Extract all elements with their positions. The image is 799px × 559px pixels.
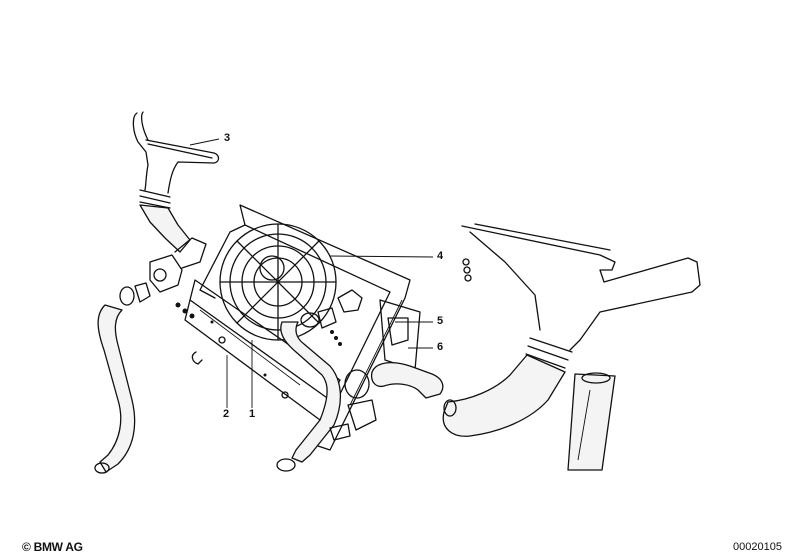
hose-connector — [119, 237, 207, 306]
callout-2[interactable]: 2 — [223, 408, 230, 420]
right-air-duct — [442, 223, 701, 437]
left-coolant-hose — [97, 304, 136, 473]
callout-3[interactable]: 3 — [224, 132, 231, 144]
upper-air-duct — [132, 111, 220, 253]
center-coolant-hose — [280, 321, 342, 463]
mounting-bracket — [191, 351, 203, 365]
small-fittings — [300, 289, 363, 346]
hose-clamp — [94, 462, 110, 474]
callout-6[interactable]: 6 — [437, 341, 444, 353]
leader-lines — [189, 138, 434, 408]
right-coolant-hose — [370, 361, 444, 399]
hose-clamp — [276, 458, 296, 472]
fan — [219, 223, 337, 341]
copyright-notice: © BMW AG — [22, 540, 83, 554]
callout-1[interactable]: 1 — [249, 408, 256, 420]
callout-5[interactable]: 5 — [437, 315, 444, 327]
callout-4[interactable]: 4 — [437, 250, 444, 262]
document-number: 00020105 — [733, 541, 782, 553]
air-filter-element — [567, 372, 616, 471]
lower-fittings — [329, 369, 377, 441]
